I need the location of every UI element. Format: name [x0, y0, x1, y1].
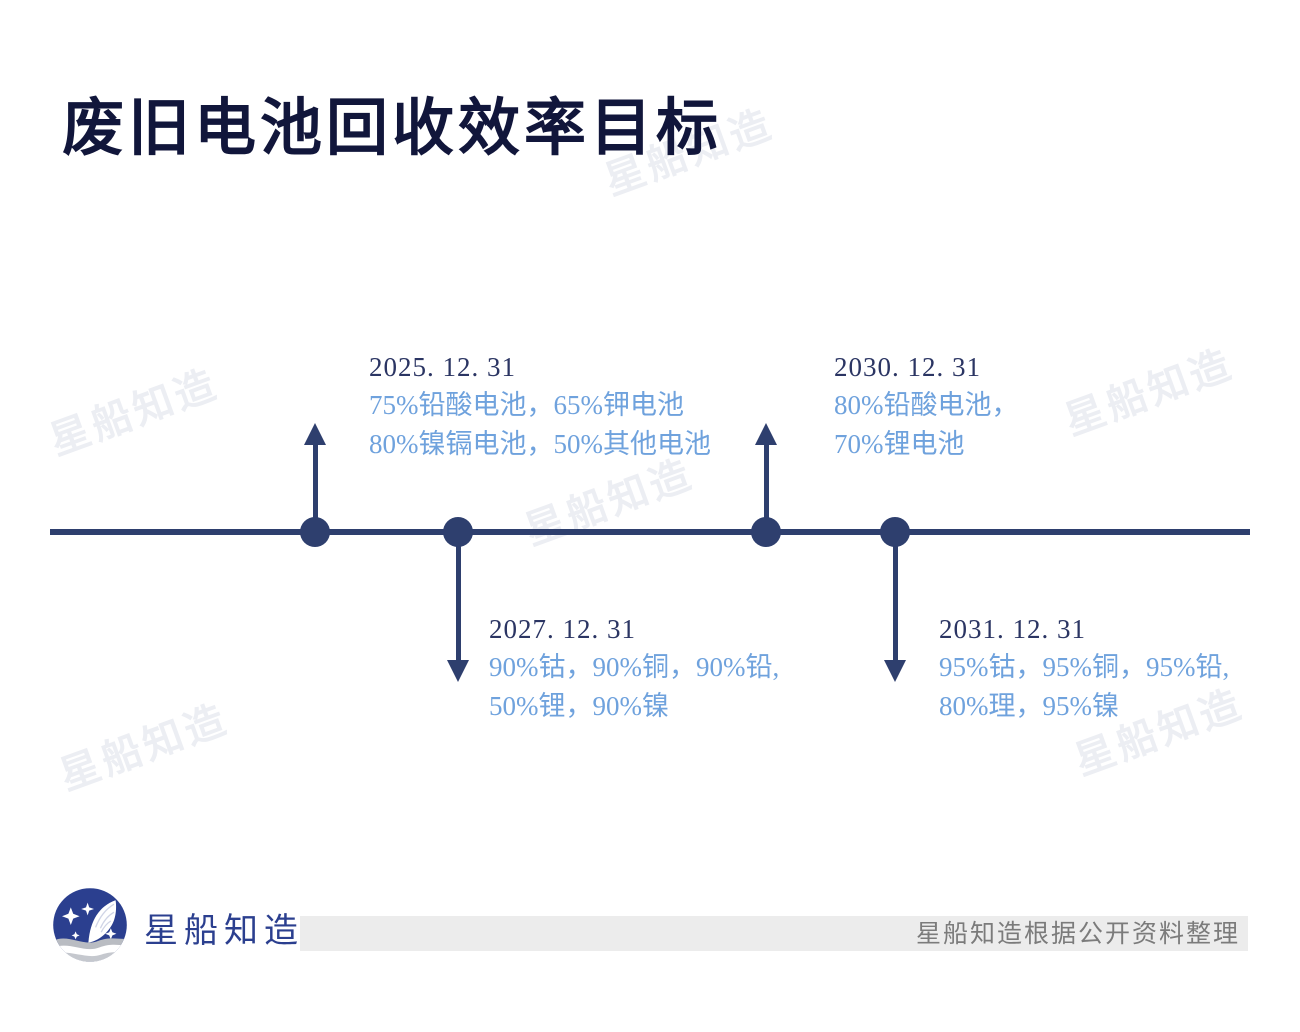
timeline-arrowhead-up-3: [755, 423, 777, 445]
timeline-entry-2030: 2030. 12. 31 80%铅酸电池， 70%锂电池: [834, 348, 1019, 463]
timeline-stem-1: [312, 443, 318, 531]
timeline-stem-2: [455, 530, 461, 662]
entry-detail: 70%锂电池: [834, 428, 965, 459]
entry-detail: 80%理，95%镍: [939, 690, 1119, 721]
star-ship-logo-icon: [50, 885, 130, 970]
entry-detail: 75%铅酸电池，65%钾电池: [369, 390, 684, 421]
entry-date: 2030. 12. 31: [834, 352, 981, 382]
timeline-node-1[interactable]: [300, 517, 330, 547]
timeline-entry-2025: 2025. 12. 31 75%铅酸电池，65%钾电池 80%镍镉电池，50%其…: [369, 348, 711, 463]
page-title: 废旧电池回收效率目标: [62, 94, 723, 163]
timeline-node-2[interactable]: [443, 517, 473, 547]
entry-date: 2025. 12. 31: [369, 352, 516, 382]
footer-bar: [300, 916, 1248, 951]
brand-block: 星船知造: [50, 885, 304, 970]
timeline-axis-line: [50, 529, 1250, 535]
entry-detail: 80%铅酸电池，: [834, 390, 1019, 421]
entry-detail: 50%锂，90%镍: [489, 690, 669, 721]
timeline-arrowhead-down-4: [884, 660, 906, 682]
entry-detail: 90%钴，90%铜，90%铅,: [489, 652, 780, 683]
timeline-entry-2031: 2031. 12. 31 95%钴，95%铜，95%铅, 80%理，95%镍: [939, 610, 1229, 725]
timeline-arrowhead-up-1: [304, 423, 326, 445]
brand-name: 星船知造: [144, 912, 304, 950]
timeline-arrowhead-down-2: [447, 660, 469, 682]
timeline-stem-3: [763, 443, 769, 531]
entry-date: 2027. 12. 31: [489, 614, 636, 644]
footer-note: 星船知造根据公开资料整理: [915, 920, 1240, 948]
timeline-node-4[interactable]: [880, 517, 910, 547]
entry-date: 2031. 12. 31: [939, 614, 1086, 644]
timeline-entry-2027: 2027. 12. 31 90%钴，90%铜，90%铅, 50%锂，90%镍: [489, 610, 779, 725]
entry-detail: 95%钴，95%铜，95%铅,: [939, 652, 1230, 683]
timeline-stem-4: [892, 530, 898, 662]
entry-detail: 80%镍镉电池，50%其他电池: [369, 428, 711, 459]
timeline-node-3[interactable]: [751, 517, 781, 547]
